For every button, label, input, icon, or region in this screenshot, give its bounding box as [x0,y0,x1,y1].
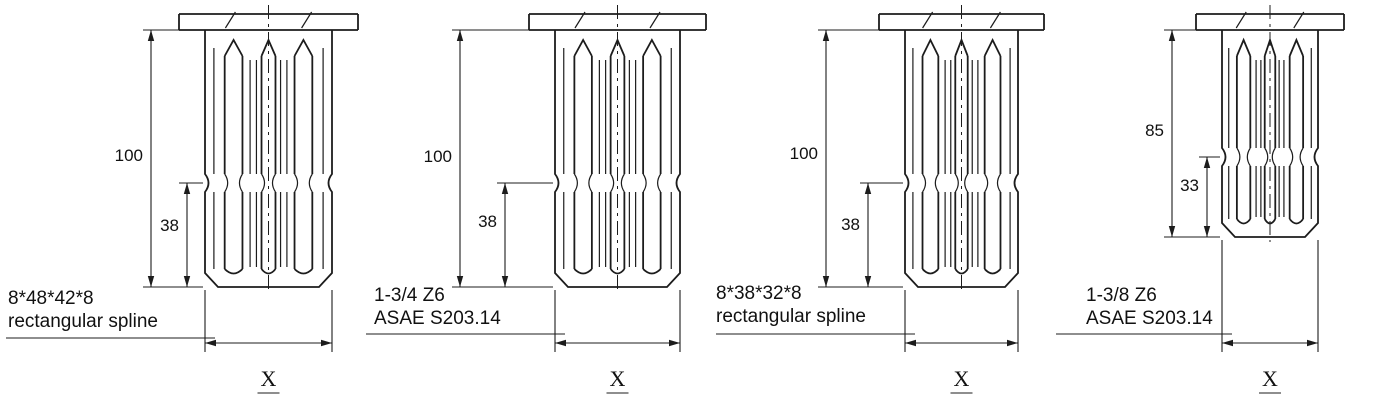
shaft-outline [204,29,333,288]
spline-type-label-line1: 1-3/4 Z6 [374,285,445,306]
dimension-label-length: 85 [1145,121,1164,140]
spline-shaft-drawing [1195,5,1345,242]
spline-shaft-drawing [878,5,1045,292]
flange-plate [178,11,359,31]
spline-teeth [1228,37,1312,225]
bottom-dimension-label: X [954,366,970,391]
spline-type-label-line1: 1-3/8 Z6 [1086,285,1157,306]
shaft-outline [1221,29,1319,238]
bottom-dimension-label: X [610,366,626,391]
dimensions: 85 33X [1145,29,1319,394]
dimension-label-groove: 38 [478,212,497,231]
spline-shaft-drawing [178,5,359,292]
dimension-label-groove: 33 [1180,176,1199,195]
spline-type-label-line2: rectangular spline [8,311,158,332]
spline-teeth [912,37,1011,275]
dimension-label-groove: 38 [160,216,179,235]
dimension-label-groove: 38 [841,215,860,234]
flange-plate [1195,11,1345,31]
shaft-outline [554,29,681,288]
spline-shaft-drawing [528,5,707,292]
spline-type-label-line2: ASAE S203.14 [1086,308,1213,329]
flange-plate [878,11,1045,31]
dimensions: 100 38X [790,29,1019,394]
spline-teeth [213,37,324,275]
spline-teeth [563,37,672,275]
dimensions: 100 38X [115,29,333,394]
spline-type-label-line2: ASAE S203.14 [374,308,501,329]
dimension-label-length: 100 [790,144,818,163]
shaft-outline [904,29,1019,288]
flange-plate [528,11,707,31]
dimension-label-length: 100 [115,146,143,165]
dimension-label-length: 100 [424,147,452,166]
spline-type-label-line2: rectangular spline [716,306,866,327]
bottom-dimension-label: X [261,366,277,391]
bottom-dimension-label: X [1262,366,1278,391]
dimensions: 100 38X [424,29,681,394]
spline-type-label-line1: 8*48*42*8 [8,288,94,309]
spline-type-label-line1: 8*38*32*8 [716,283,802,304]
